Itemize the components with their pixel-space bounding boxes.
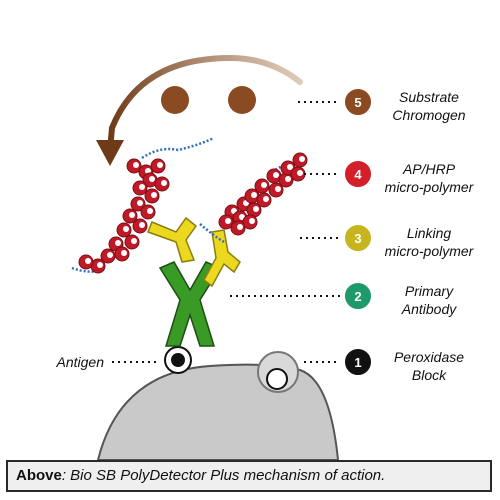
polymer-bead-highlight (297, 170, 303, 176)
label-primary-line1: Primary (404, 283, 454, 299)
step-badge-5: 5 (343, 87, 373, 117)
label-substrate-line1: Substrate (399, 89, 459, 105)
polymer-bead-highlight (129, 212, 135, 218)
step-badge-number: 4 (354, 167, 362, 182)
label-peroxidase-line1: Peroxidase (393, 349, 465, 365)
step-badge-number: 5 (354, 95, 361, 110)
label-polymer-line2: micro-polymer (384, 179, 474, 195)
polymer-bead-highlight (139, 222, 145, 228)
label-substrate: Substrate Chromogen (374, 88, 484, 124)
substrate-beads (161, 86, 256, 114)
polymer-bead-highlight (137, 200, 143, 206)
polymer-bead-highlight (225, 218, 231, 224)
polymer-bead-highlight (123, 226, 129, 232)
polymer-bead-highlight (149, 176, 155, 182)
polymer-chain-left (78, 158, 170, 274)
polymer-bead-highlight (261, 182, 267, 188)
label-linking-line2: micro-polymer (384, 243, 474, 259)
caption-bold: Above (16, 467, 62, 484)
curved-arrow-icon (96, 54, 303, 166)
linking-antibody-right (203, 229, 241, 288)
polymer-bead-highlight (273, 172, 279, 178)
linking-antibody-left (147, 216, 198, 263)
step-badge-1: 1 (343, 347, 373, 377)
label-polymer-line1: AP/HRP (402, 161, 456, 177)
label-peroxidase-line2: Block (411, 367, 447, 383)
polymer-chain-right (218, 152, 308, 236)
polymer-bead-highlight (263, 196, 269, 202)
polymer-bead-highlight (237, 224, 243, 230)
leader-lines (112, 101, 340, 363)
polymer-bead-highlight (157, 162, 163, 168)
polymer-bead-highlight (249, 218, 255, 224)
polymer-bead-highlight (121, 250, 127, 256)
step-badge-2: 2 (343, 281, 373, 311)
label-linking: Linking micro-polymer (374, 224, 484, 260)
polymer-bead-highlight (275, 186, 281, 192)
label-substrate-line2: Chromogen (392, 107, 466, 123)
peroxidase-block-shape (257, 351, 299, 393)
polymer-bead-highlight (131, 238, 137, 244)
step-badge-number: 2 (354, 289, 361, 304)
polymer-bead-highlight (97, 262, 103, 268)
polymer-bead-highlight (107, 252, 113, 258)
antigen-shape (164, 346, 192, 374)
step-badge-number: 3 (354, 231, 361, 246)
step-badges: 5 4 3 2 1 (343, 87, 373, 377)
step-badge-4: 4 (343, 159, 373, 189)
polymer-bead-highlight (151, 192, 157, 198)
label-antigen: Antigen (56, 354, 104, 370)
polymer-bead-highlight (285, 176, 291, 182)
label-primary-line2: Antibody (401, 301, 457, 317)
polymer-bead-highlight (161, 180, 167, 186)
label-peroxidase: Peroxidase Block (374, 348, 484, 384)
polymer-bead-highlight (287, 164, 293, 170)
polymer-bead-highlight (133, 162, 139, 168)
polymer-bead-highlight (299, 156, 305, 162)
cell-surface (96, 363, 340, 461)
polymer-bead-highlight (251, 192, 257, 198)
polymer-bead-highlight (115, 240, 121, 246)
polymer-bead-highlight (147, 208, 153, 214)
label-polymer: AP/HRP micro-polymer (374, 160, 484, 196)
polymer-bead-highlight (253, 206, 259, 212)
polymer-bead-highlight (139, 184, 145, 190)
caption-text: : Bio SB PolyDetector Plus mechanism of … (61, 467, 386, 484)
label-linking-line1: Linking (406, 225, 452, 241)
caption-box: Above: Bio SB PolyDetector Plus mechanis… (6, 460, 492, 492)
step-badge-3: 3 (343, 223, 373, 253)
step-badge-number: 1 (354, 355, 361, 370)
polymer-bead-highlight (85, 258, 91, 264)
label-primary: Primary Antibody (374, 282, 484, 318)
polymer-bead-highlight (145, 168, 151, 174)
